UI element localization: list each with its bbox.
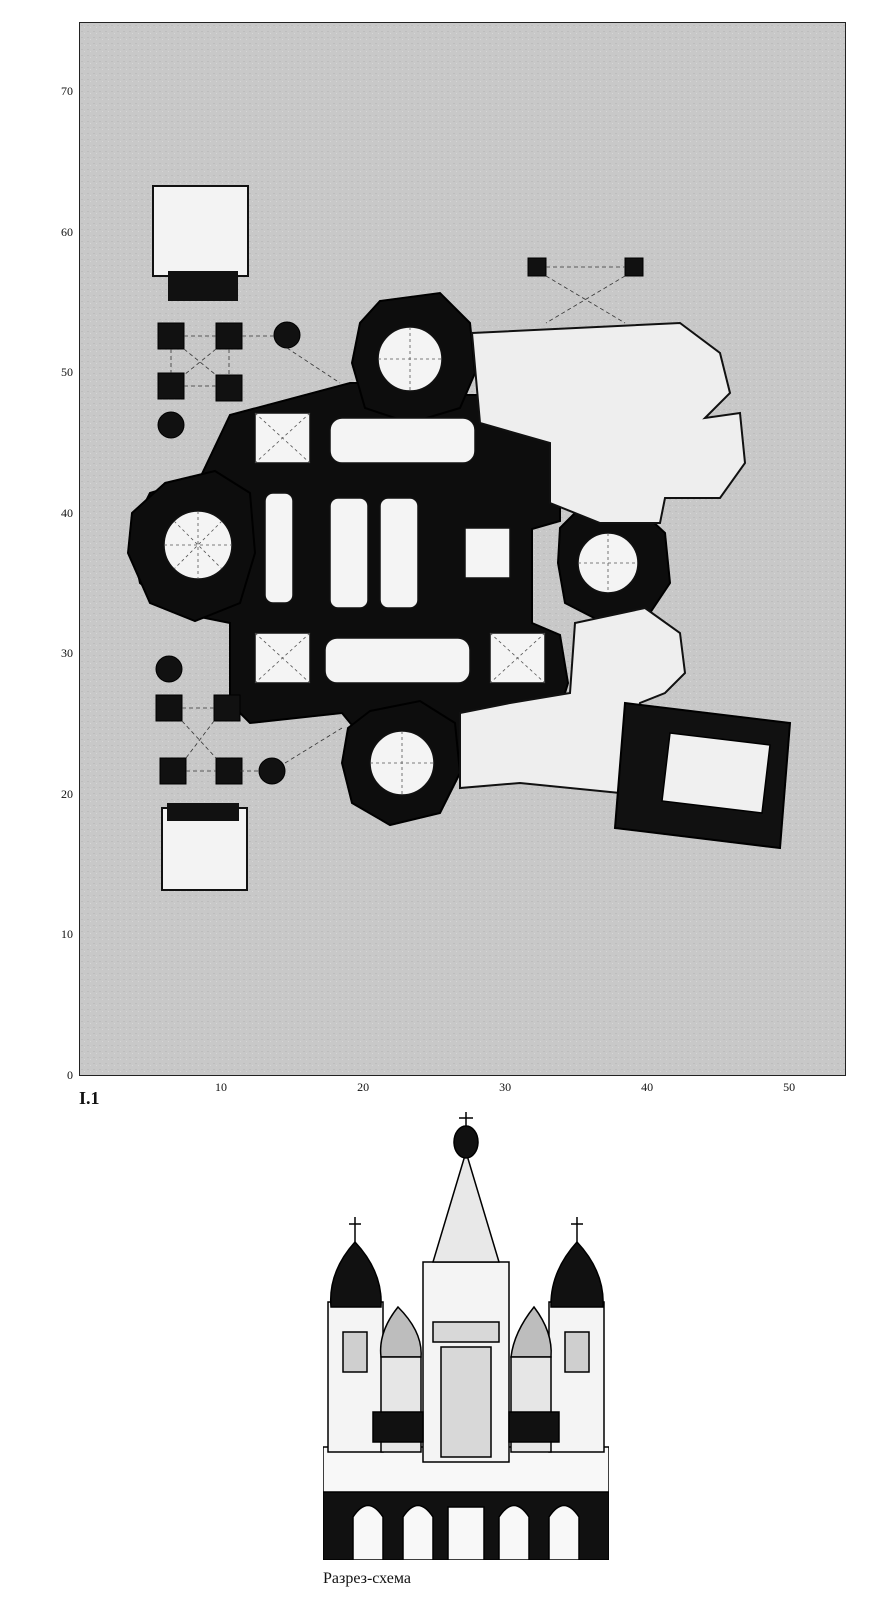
central-tent-roof	[431, 1149, 501, 1263]
y-tick-label: 40	[61, 505, 73, 520]
floor-plan	[79, 22, 846, 1076]
y-tick-label: 0	[67, 1068, 73, 1082]
y-tick-label: 20	[61, 786, 73, 801]
left-mid-dome	[379, 1305, 422, 1358]
y-tick-label: 30	[61, 646, 73, 661]
east-annex-north	[470, 321, 747, 524]
north-vault	[329, 417, 476, 464]
y-tick-label: 50	[61, 365, 73, 380]
y-tick-label: 70	[61, 84, 73, 99]
north-porch	[152, 185, 249, 277]
southeast-bell-chapel-inner	[661, 732, 771, 814]
west-vault	[264, 492, 294, 604]
x-tick-label: 10	[215, 1080, 228, 1094]
right-mid-dome	[510, 1305, 552, 1358]
gallery-piers	[155, 257, 644, 785]
right-onion-dome	[550, 1240, 604, 1308]
x-tick-label: 40	[641, 1080, 654, 1094]
south-porch	[161, 807, 248, 891]
x-tick-label: 30	[499, 1080, 512, 1094]
cross-section-drawing	[322, 1112, 610, 1561]
e-inner-room	[464, 527, 511, 579]
section-caption: Разрез-схема	[323, 1570, 411, 1587]
south-vault	[324, 637, 471, 684]
center-vault-left	[329, 497, 369, 609]
central-cupola	[453, 1125, 479, 1159]
cross-section-svg	[322, 1112, 610, 1561]
x-tick-label: 20	[357, 1080, 370, 1094]
south-porch-base	[167, 803, 239, 821]
figure-label: I.1	[79, 1088, 100, 1108]
north-porch-base	[168, 271, 238, 301]
center-vault-right	[379, 497, 419, 609]
x-tick-label: 50	[783, 1080, 796, 1094]
y-tick-label: 60	[61, 224, 73, 239]
left-onion-dome	[329, 1240, 382, 1308]
floor-plan-drawing	[80, 23, 845, 1075]
y-tick-label: 10	[61, 927, 73, 942]
